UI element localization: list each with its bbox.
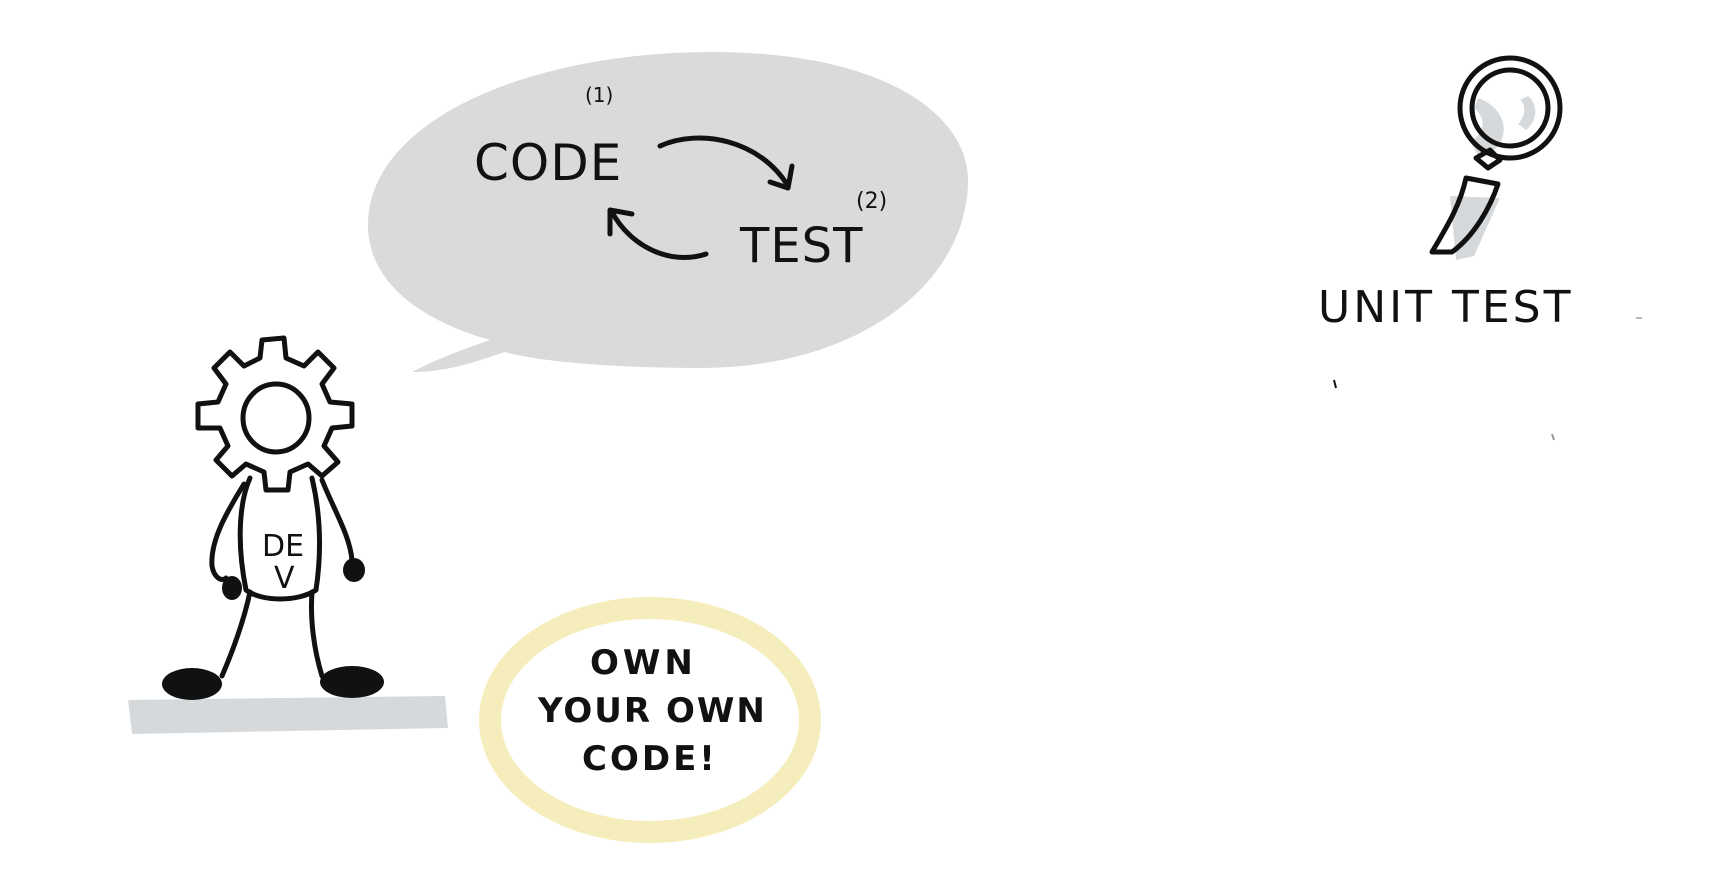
ground-shadow (128, 696, 448, 734)
arrow-code-to-test-icon (657, 135, 795, 191)
speech-bubble-shape (368, 52, 968, 372)
developer-body (162, 475, 384, 700)
callout-line-1: OWN (590, 643, 697, 683)
gear-icon (195, 335, 355, 493)
magnifying-glass-icon (1429, 55, 1563, 260)
callout-line-3: CODE! (582, 739, 718, 779)
developer-character: DE V (128, 335, 448, 734)
code-label: CODE (474, 134, 622, 192)
arrow-test-to-code-icon (607, 207, 709, 260)
shirt-text-line-2: V (274, 561, 295, 596)
own-your-code-callout: OWN YOUR OWN CODE! (479, 597, 821, 843)
unit-test-group: UNIT TEST (1318, 55, 1573, 333)
shirt-text-line-1: DE (262, 529, 304, 564)
test-label: TEST (739, 218, 863, 274)
code-test-cycle: CODE (1) TEST (2) (474, 83, 887, 274)
stray-marks (1333, 317, 1642, 441)
callout-line-2: YOUR OWN (537, 691, 767, 731)
highlight-ring (479, 597, 821, 843)
code-marker: (1) (585, 83, 613, 107)
speech-bubble: CODE (1) TEST (2) (368, 52, 968, 372)
unit-test-label: UNIT TEST (1318, 282, 1573, 333)
test-marker: (2) (856, 189, 887, 214)
